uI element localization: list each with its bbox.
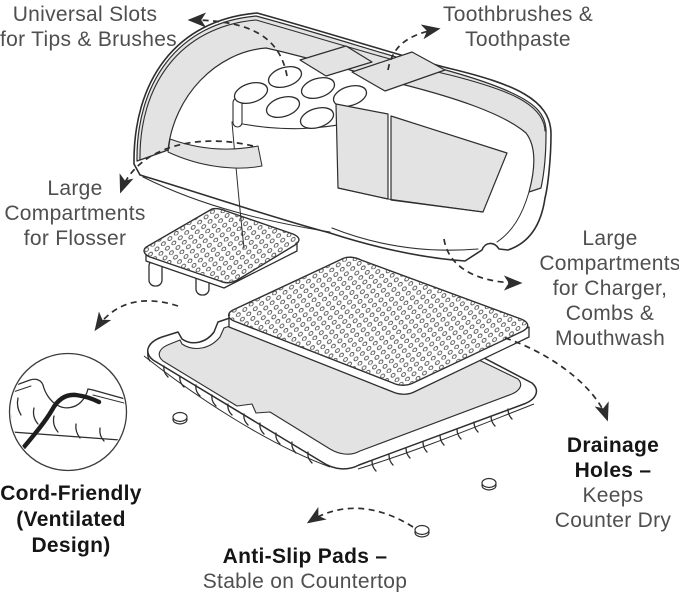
brush-slot (267, 65, 303, 89)
holder-body (133, 12, 552, 262)
callout-text: Cord-Friendly (0, 482, 142, 505)
callout-text: Drainage (566, 434, 660, 457)
callout-anti-slip: Anti-Slip Pads – Stable on Countertop (183, 544, 427, 592)
callout-text: Toothbrushes & (442, 3, 594, 26)
cord (11, 392, 102, 462)
callout-text: Stable on Countertop (202, 570, 408, 592)
brush-slot (299, 106, 335, 130)
callout-text: for Tips & Brushes (0, 28, 177, 51)
body-inner-ridge-line (139, 19, 546, 161)
drainage-tray-small (143, 207, 300, 296)
callout-universal-slots: Universal Slots for Tips & Brushes (0, 2, 177, 52)
body-ridge-band (384, 56, 547, 193)
callout-text: Keeps (582, 484, 644, 507)
large-tray-holes (228, 257, 528, 386)
arrow-universal-slots (187, 12, 288, 77)
anti-slip-pad (172, 411, 188, 425)
callout-text: Anti-Slip Pads – (222, 545, 388, 568)
anti-slip-pad (414, 524, 430, 538)
callout-text: Large (47, 177, 103, 200)
right-compartment-left-wall (335, 103, 389, 200)
brush-slot (233, 81, 269, 105)
callout-text: Counter Dry (554, 509, 672, 532)
arrow-cord-friendly (94, 300, 179, 332)
drainage-tray-large (227, 256, 530, 395)
brush-slot (300, 76, 336, 100)
callout-charger: Large Compartments for Charger, Combs & … (535, 226, 679, 351)
callout-text: for Flosser (23, 227, 127, 250)
arrow-anti-slip (306, 506, 414, 528)
callout-cord-friendly: Cord-Friendly (Ventilated Design) (0, 481, 142, 559)
anti-slip-pad (481, 477, 497, 491)
callout-text: Compartments (4, 202, 146, 225)
left-compartment-floor-line (142, 176, 331, 233)
small-tray-holes (144, 208, 299, 283)
anti-slip-pads (172, 411, 497, 538)
callout-text: for Charger, (552, 277, 668, 300)
callout-arrows (94, 12, 609, 528)
callout-toothbrushes: Toothbrushes & Toothpaste (432, 2, 604, 52)
base-vent-slots (147, 351, 513, 472)
callout-text: Universal Slots (12, 3, 158, 26)
lens-vent-slots (16, 397, 105, 442)
callout-text: Toothpaste (465, 28, 571, 51)
body-right-edge-line (496, 191, 530, 243)
arrow-toothbrushes (387, 24, 441, 71)
right-compartment-floor-lines (331, 187, 484, 251)
arrow-drainage (504, 337, 609, 422)
callout-text: Design) (31, 534, 111, 557)
callout-text: Mouthwash (554, 327, 666, 350)
brush-slots (233, 65, 368, 130)
cord-detail-lens (8, 352, 128, 472)
toothpaste-well (299, 45, 373, 77)
callout-text: Holes – (574, 459, 652, 482)
brush-slot (332, 84, 368, 108)
callout-text: Combs & (565, 302, 655, 325)
brush-slot (265, 95, 301, 119)
callout-text: (Ventilated (16, 508, 126, 531)
callout-text: Compartments (539, 252, 679, 275)
deck-left-divider (231, 121, 245, 249)
callout-drainage: Drainage Holes – Keeps Counter Dry (546, 433, 679, 533)
callout-flosser: Large Compartments for Flosser (0, 176, 150, 251)
callout-text: Large (582, 227, 638, 250)
